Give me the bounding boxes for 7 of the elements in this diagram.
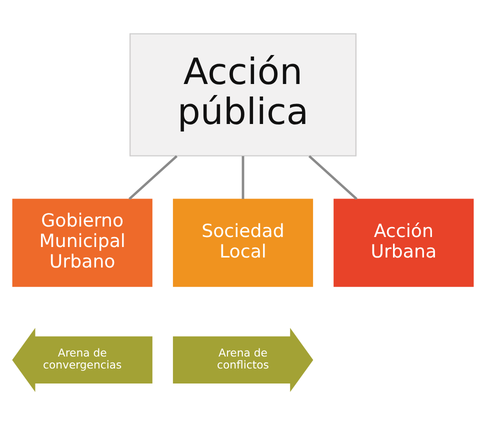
connector xyxy=(128,154,178,200)
connector xyxy=(308,154,358,200)
node-box: Acción pública xyxy=(129,32,357,156)
node-box: Gobierno Municipal Urbano xyxy=(12,198,152,286)
node-box: Sociedad Local xyxy=(172,198,314,286)
connector xyxy=(242,156,244,199)
node-box: Acción Urbana xyxy=(334,198,474,286)
